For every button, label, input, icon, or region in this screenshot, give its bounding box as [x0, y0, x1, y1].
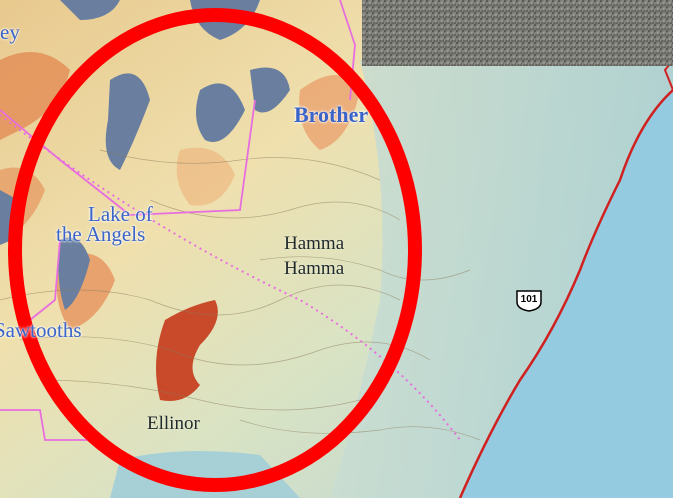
map-label-hamma-line2: Hamma	[284, 258, 345, 279]
highway-shield-icon: 101	[515, 290, 543, 312]
map-label-corner: ey	[0, 20, 20, 44]
glacier-patch	[58, 237, 90, 310]
glacier-patch	[60, 0, 120, 20]
map-label-lake-line1: Lake of	[88, 202, 153, 226]
glacier-patch	[196, 83, 245, 142]
map-label-ellinor: Ellinor	[147, 413, 200, 434]
map-label-brothers: Brother	[294, 102, 369, 127]
map-label-lake-line2: the Angels	[56, 222, 146, 246]
glacier-patch	[250, 67, 290, 113]
map-label-hamma-line1: Hamma	[284, 233, 345, 254]
highway-shield-number: 101	[520, 294, 538, 305]
map-label-sawtooths: Sawtooths	[0, 318, 82, 342]
coastline-boundary	[458, 89, 673, 498]
high-terrain	[0, 52, 70, 140]
peak-area	[156, 300, 218, 401]
glacier-patch	[105, 73, 150, 170]
trail-line	[0, 114, 461, 441]
photo-strip	[362, 0, 673, 66]
high-terrain	[299, 75, 360, 150]
water-body	[460, 90, 673, 498]
red-circle-annotation	[8, 8, 422, 492]
